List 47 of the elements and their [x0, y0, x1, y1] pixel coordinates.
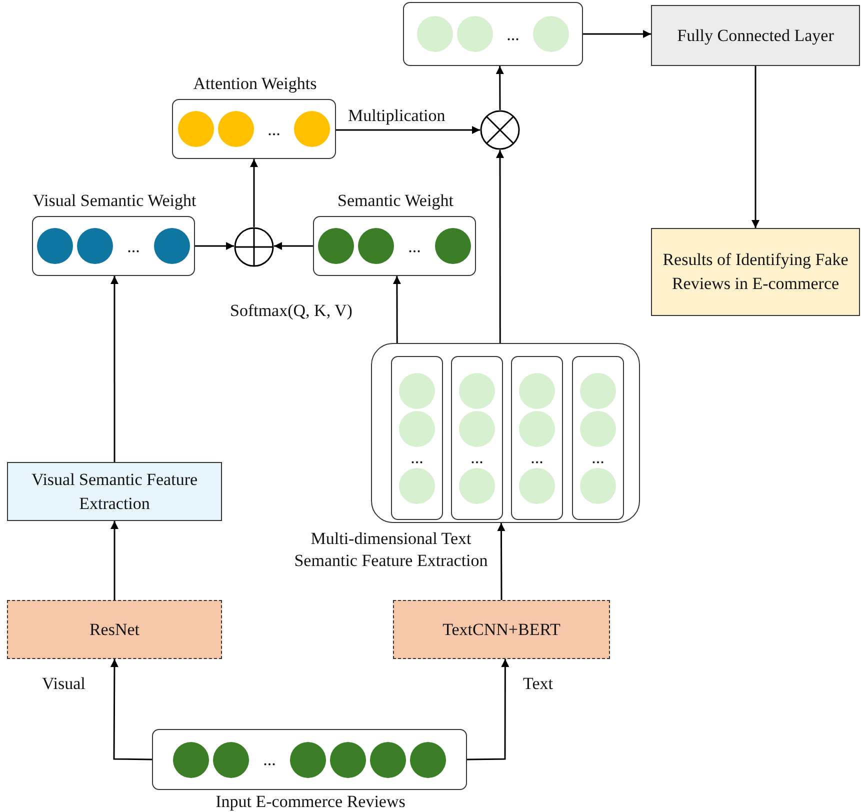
ellipsis: ...: [266, 120, 282, 138]
model-box: [7, 600, 222, 659]
container-label: Multi-dimensional Text Semantic Feature Extraction: [293, 528, 489, 572]
ellipsis: ...: [470, 448, 484, 466]
box-text: TextCNN+BERT: [442, 618, 562, 640]
ellipsis: ...: [410, 448, 424, 466]
arrow: [392, 276, 401, 343]
model-box: [393, 600, 610, 659]
edge-label: Softmax(Q, K, V): [228, 301, 354, 321]
arrow: [496, 66, 504, 110]
arrow: [496, 150, 504, 343]
box-text: Fully Connected Layer: [676, 24, 835, 47]
layer-box: [651, 5, 860, 66]
output-box: [651, 228, 860, 316]
edge-label: Multiplication: [346, 106, 448, 126]
arrow: [336, 126, 480, 134]
ellipsis: ...: [506, 26, 520, 42]
feature-column: [391, 356, 443, 520]
vector-label: Semantic Weight: [336, 190, 454, 212]
ellipsis: ...: [590, 448, 606, 466]
feature-column: [451, 356, 503, 520]
vector-box: [403, 2, 583, 66]
arrow: [466, 659, 510, 760]
box-text: Visual Semantic Feature Extraction: [30, 468, 199, 514]
vector-label: Input E-commerce Reviews: [214, 791, 406, 812]
arrow: [110, 276, 118, 462]
ellipsis: ...: [262, 751, 277, 768]
feature-column: [572, 356, 624, 520]
arrow: [250, 159, 258, 227]
vector-label: Visual Semantic Weight: [32, 190, 198, 212]
ellipsis: ...: [126, 238, 141, 254]
arrow: [583, 30, 651, 38]
addition-symbol: [234, 227, 274, 267]
arrow: [274, 242, 313, 250]
process-box: [7, 462, 222, 521]
ellipsis: ...: [530, 448, 544, 466]
feature-column: [511, 356, 563, 520]
multiplication-symbol: [480, 110, 520, 150]
arrow: [195, 242, 234, 250]
arrow: [110, 521, 118, 600]
arrow: [110, 659, 152, 760]
vector-label: Attention Weights: [192, 73, 318, 95]
arrow: [752, 66, 760, 228]
ellipsis: ...: [407, 238, 422, 254]
box-text: Results of Identifying Fake Reviews in E-commerce: [662, 249, 850, 295]
arrow: [497, 523, 506, 600]
box-text: ResNet: [88, 618, 141, 640]
